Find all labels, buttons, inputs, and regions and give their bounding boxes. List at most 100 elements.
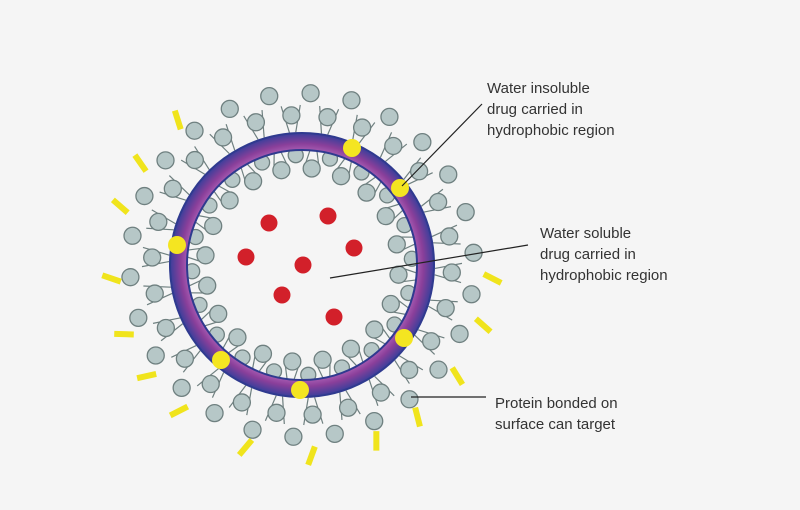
lipid-head	[149, 212, 168, 232]
lipid-head	[129, 308, 148, 328]
lipid-head	[380, 107, 399, 127]
lipid-head	[220, 191, 239, 210]
lipid-head	[456, 202, 475, 222]
lipid-head	[376, 206, 395, 226]
protein-mark	[482, 271, 503, 286]
protein-mark	[412, 406, 423, 428]
lipid-head	[303, 405, 322, 424]
label-insoluble-line-3: hydrophobic region	[487, 122, 615, 139]
lipid-head	[156, 318, 176, 338]
surface-proteins	[101, 109, 503, 466]
soluble-drug	[260, 214, 278, 232]
lipid-head	[198, 276, 217, 295]
lipid-head	[172, 378, 191, 398]
lipid-head	[352, 118, 372, 137]
lipid-head	[260, 86, 279, 106]
lipid-head	[371, 383, 391, 402]
lipid-head	[381, 294, 400, 314]
lipid-head	[253, 344, 273, 363]
insoluble-drug	[291, 381, 309, 399]
label-soluble-drug: Water soluble drug carried in hydrophobi…	[540, 223, 668, 286]
lipid-head	[413, 132, 432, 152]
soluble-drug	[273, 286, 291, 304]
lipid-head	[135, 186, 154, 206]
lipid-head	[439, 165, 458, 184]
lipid-head	[175, 349, 195, 368]
lipid-head	[341, 339, 361, 358]
lipid-head	[272, 161, 291, 180]
lipid-head	[450, 324, 469, 344]
lipid-head	[331, 167, 351, 186]
lipid-head	[357, 183, 376, 202]
protein-mark	[171, 109, 184, 131]
label-protein: Protein bonded on surface can target	[495, 393, 618, 435]
insoluble-drug	[343, 139, 361, 157]
soluble-drug-group	[237, 207, 363, 326]
lipid-head	[409, 162, 429, 181]
protein-mark	[132, 153, 149, 173]
insoluble-drug-group	[168, 139, 413, 399]
lipid-head	[338, 398, 358, 417]
lipid-head	[442, 263, 461, 282]
lipid-head	[283, 352, 302, 371]
protein-mark	[449, 366, 465, 387]
lipid-head	[123, 226, 142, 245]
protein-mark	[114, 330, 134, 338]
label-insoluble-line-1: Water insoluble	[487, 80, 590, 97]
lipid-head	[400, 360, 419, 380]
lipid-head	[400, 390, 419, 409]
lipid-head	[145, 284, 164, 303]
label-protein-line-1: Protein bonded on	[495, 395, 618, 412]
label-insoluble-line-2: drug carried in	[487, 101, 583, 118]
lipid-head	[143, 248, 162, 267]
lipid-head	[302, 159, 321, 178]
insoluble-drug	[212, 351, 230, 369]
lipid-head	[213, 128, 233, 147]
leader-lines	[329, 103, 529, 398]
lipid-head	[204, 216, 223, 236]
lipid-head	[267, 403, 286, 422]
outer-lipid-heads	[121, 84, 483, 446]
lipid-head	[146, 346, 165, 365]
lipid-head	[201, 374, 220, 394]
soluble-drug	[325, 308, 343, 326]
lipid-head	[121, 268, 140, 287]
lipid-head	[325, 424, 344, 444]
protein-mark	[168, 403, 190, 419]
lipid-head	[436, 298, 455, 318]
protein-mark	[110, 197, 130, 215]
lipid-head	[462, 285, 481, 304]
protein-mark	[236, 438, 255, 457]
lipid-head	[220, 99, 239, 119]
lipid-head	[156, 151, 175, 170]
leader-line-insoluble	[401, 103, 483, 187]
insoluble-drug	[168, 236, 186, 254]
leader-line-soluble	[329, 244, 529, 279]
label-soluble-line-1: Water soluble	[540, 225, 632, 242]
protein-mark	[101, 272, 122, 285]
lipid-head	[428, 192, 448, 212]
lipid-head	[163, 179, 182, 198]
soluble-drug	[237, 248, 255, 266]
lipid-head	[205, 403, 224, 423]
lipid-head	[246, 113, 266, 132]
soluble-drug	[319, 207, 337, 225]
protein-mark	[136, 370, 157, 382]
lipid-head	[318, 108, 337, 127]
label-soluble-line-3: hydrophobic region	[540, 267, 668, 284]
protein-mark	[305, 445, 318, 466]
lipid-head	[284, 427, 303, 446]
lipid-head	[209, 304, 228, 324]
label-protein-line-2: surface can target	[495, 416, 616, 433]
lipid-head	[313, 350, 332, 369]
insoluble-drug	[395, 329, 413, 347]
lipid-head	[342, 91, 361, 110]
lipid-head	[384, 136, 403, 156]
lipid-head	[243, 420, 262, 439]
lipid-head	[282, 106, 301, 125]
lipid-head	[422, 332, 441, 351]
soluble-drug	[345, 239, 363, 257]
lipid-head	[196, 246, 215, 265]
